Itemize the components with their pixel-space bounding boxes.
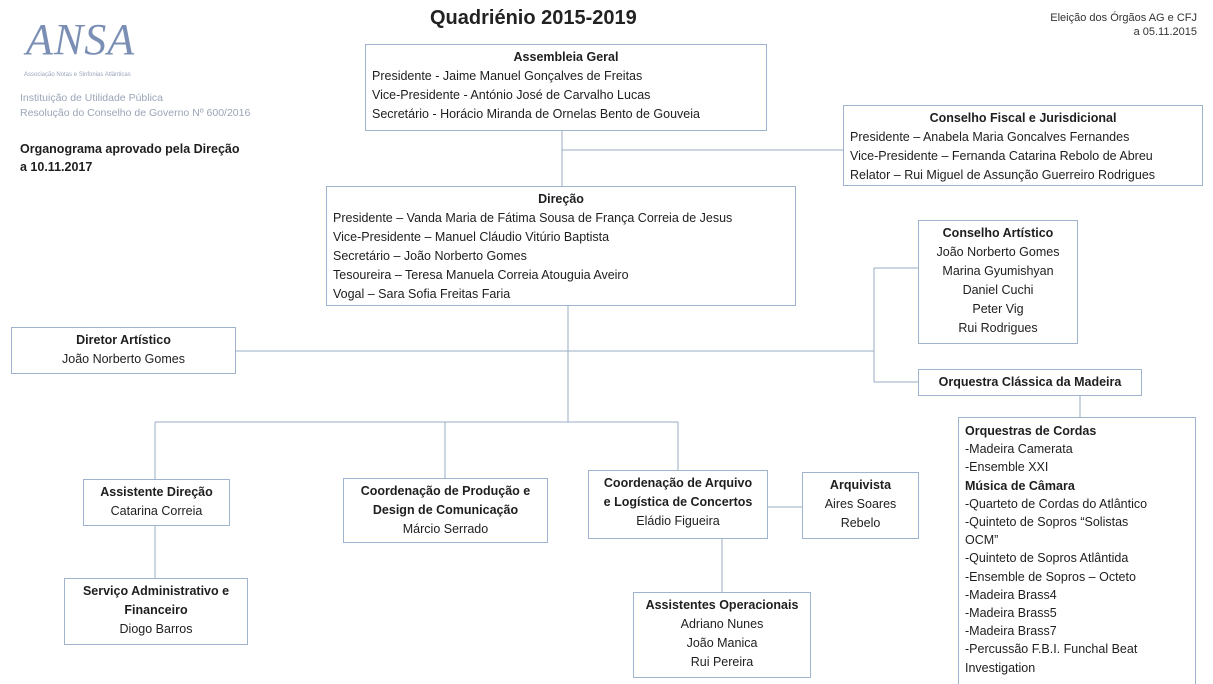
member-line: Vogal – Sara Sofia Freitas Faria — [333, 287, 511, 301]
assistente-direcao-box: Assistente Direção Catarina Correia — [83, 479, 230, 526]
member-line: João Norberto Gomes — [936, 245, 1060, 259]
ensemble-item: -Madeira Camerata — [965, 442, 1073, 457]
arquivista-box: Arquivista Aires Soares Rebelo — [802, 472, 919, 539]
coordenacao-producao-box: Coordenação de Produção e Design de Comu… — [343, 478, 548, 543]
organogram-approval-note: Organograma aprovado pela Direção a 10.1… — [20, 140, 240, 176]
election-line: Eleição dos Órgãos AG e CFJ — [1050, 12, 1197, 24]
box-title: Diretor Artístico — [76, 333, 171, 347]
box-title: Financeiro — [124, 603, 188, 617]
member-line: Rebelo — [840, 516, 881, 530]
member-line: Presidente – Vanda Maria de Fátima Sousa… — [333, 211, 733, 225]
member-line: Marina Gyumishyan — [942, 264, 1054, 278]
conselho-artistico-box: Conselho Artístico João Norberto Gomes M… — [918, 220, 1078, 344]
box-title: Coordenação de Arquivo — [603, 476, 753, 490]
box-title: Arquivista — [829, 478, 892, 492]
ensemble-item: -Quinteto de Sopros Atlântida — [965, 551, 1129, 566]
box-title: Serviço Administrativo e — [82, 584, 230, 598]
assembleia-geral-box: Assembleia Geral Presidente - Jaime Manu… — [365, 44, 767, 131]
ansa-logo: ANSA — [26, 15, 136, 64]
approval-line: Organograma aprovado pela Direção — [20, 142, 240, 156]
diretor-artistico-box: Diretor Artístico João Norberto Gomes — [11, 327, 236, 374]
box-title: Conselho Artístico — [942, 226, 1054, 240]
election-note: Eleição dos Órgãos AG e CFJ a 05.11.2015 — [1050, 11, 1197, 39]
box-title: e Logística de Concertos — [603, 495, 753, 509]
box-title: Direção — [538, 192, 584, 206]
election-date: a 05.11.2015 — [1133, 26, 1197, 38]
member-line: Vice-Presidente - António José de Carval… — [372, 88, 651, 102]
box-title: Assistentes Operacionais — [645, 598, 799, 612]
institution-status: Instituição de Utilidade Pública — [20, 92, 164, 104]
ensembles-box: Orquestras de Cordas -Madeira Camerata -… — [958, 417, 1196, 684]
box-title: Orquestra Clássica da Madeira — [938, 375, 1122, 389]
section-title: Orquestras de Cordas — [965, 424, 1097, 438]
section-title: Música de Câmara — [965, 478, 1075, 493]
page-title: Quadriénio 2015-2019 — [430, 7, 637, 29]
member-line: Tesoureira – Teresa Manuela Correia Atou… — [333, 268, 629, 282]
assistentes-operacionais-box: Assistentes Operacionais Adriano Nunes J… — [633, 592, 811, 678]
box-title: Coordenação de Produção e — [360, 484, 531, 498]
government-resolution: Resolução do Conselho de Governo Nº 600/… — [20, 107, 251, 119]
member-line: Secretário - Horácio Miranda de Ornelas … — [372, 107, 700, 121]
ensemble-item: -Ensemble XXI — [965, 460, 1049, 475]
member-line: Presidente - Jaime Manuel Gonçalves de F… — [372, 69, 643, 83]
ensemble-item: -Madeira Brass7 — [965, 624, 1057, 639]
direcao-box: Direção Presidente – Vanda Maria de Fáti… — [326, 186, 796, 306]
ensemble-item: Investigation — [965, 660, 1036, 675]
member-line: Eládio Figueira — [636, 514, 720, 528]
member-line: Vice-Presidente – Fernanda Catarina Rebo… — [850, 149, 1153, 163]
box-title: Design de Comunicação — [372, 503, 519, 517]
member-line: Secretário – João Norberto Gomes — [333, 249, 527, 263]
member-line: Rui Pereira — [690, 655, 754, 669]
box-title: Assembleia Geral — [513, 50, 619, 64]
member-line: Diogo Barros — [119, 622, 193, 636]
ensemble-item: -Ensemble de Sopros – Octeto — [965, 569, 1136, 584]
member-line: Adriano Nunes — [680, 617, 764, 631]
member-line: Peter Vig — [972, 302, 1024, 316]
ensemble-item: -Madeira Brass5 — [965, 606, 1057, 621]
member-line: Daniel Cuchi — [962, 283, 1034, 297]
box-title: Assistente Direção — [100, 485, 213, 499]
member-line: Vice-Presidente – Manuel Cláudio Vitúrio… — [333, 230, 610, 244]
ensemble-item: -Madeira Brass4 — [965, 587, 1057, 602]
coordenacao-arquivo-box: Coordenação de Arquivo e Logística de Co… — [588, 470, 768, 539]
member-line: Rui Rodrigues — [958, 321, 1038, 335]
ensemble-item: -Percussão F.B.I. Funchal Beat — [965, 642, 1138, 657]
member-line: Márcio Serrado — [402, 522, 489, 536]
conselho-fiscal-box: Conselho Fiscal e Jurisdicional Presiden… — [843, 105, 1203, 186]
member-line: João Manica — [686, 636, 758, 650]
ensemble-item: -Quarteto de Cordas do Atlântico — [965, 496, 1148, 511]
servico-administrativo-box: Serviço Administrativo e Financeiro Diog… — [64, 578, 248, 645]
logo-subtitle: Associação Notas e Sinfonias Atlânticas — [24, 72, 131, 78]
orquestra-classica-box: Orquestra Clássica da Madeira — [918, 369, 1142, 396]
approval-date: a 10.11.2017 — [20, 160, 93, 174]
member-line: Catarina Correia — [110, 504, 203, 518]
member-line: Aires Soares — [824, 497, 897, 511]
member-line: Relator – Rui Miguel de Assunção Guerrei… — [850, 168, 1156, 182]
ensemble-item: OCM” — [965, 533, 999, 548]
member-line: Presidente – Anabela Maria Goncalves Fer… — [850, 130, 1130, 144]
ensemble-item: -Quinteto de Sopros “Solistas — [965, 515, 1129, 530]
box-title: Conselho Fiscal e Jurisdicional — [929, 111, 1117, 125]
member-line: João Norberto Gomes — [62, 352, 185, 366]
